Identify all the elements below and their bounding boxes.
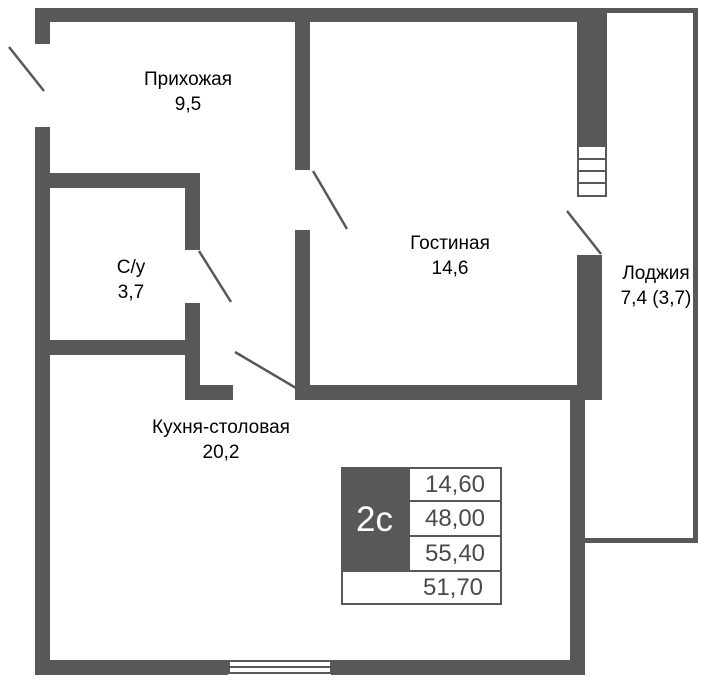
room-label-loggia: Лоджия [622,263,689,284]
wall-bathroom-right-top [185,173,200,250]
room-label-hallway: Прихожая [144,69,232,90]
info-table-main: 2с 14,60 48,00 55,40 [341,467,502,572]
living-room-door-swing [311,170,349,230]
wall-central-top [295,8,310,170]
wall-loggia-lower [577,255,602,400]
room-area-living-room: 14,6 [432,258,469,279]
bathroom-door-swing [197,250,233,303]
info-table-values: 14,60 48,00 55,40 [408,467,502,572]
info-value-cell: 55,40 [408,537,502,572]
windows [228,145,607,674]
info-value-cell: 48,00 [408,502,502,537]
wall-left-entrance-stub [35,8,50,44]
loggia-outer-walls [585,8,698,543]
room-label-kitchen: Кухня-столовая [152,417,290,438]
entrance-door-swing [8,46,45,92]
room-area-loggia: 7,4 (3,7) [621,288,692,309]
apartment-info-table: 2с 14,60 48,00 55,40 51,70 [341,467,502,605]
walls [35,8,607,675]
kitchen-window [228,660,332,674]
wall-right-kitchen [570,385,585,675]
loggia-window [577,145,607,197]
wall-bathroom-bottom [50,340,200,355]
door-swings [8,46,602,390]
wall-bottom-right [331,660,585,675]
wall-left [35,127,50,675]
room-label-bathroom: С/у [117,257,146,278]
room-label-living-room: Гостиная [410,233,490,254]
room-labels: Прихожая 9,5 С/у 3,7 Гостиная 14,6 Лоджи… [117,69,692,463]
room-area-hallway: 9,5 [175,94,201,115]
wall-bottom-left [35,660,228,675]
apartment-type-badge: 2с [341,467,408,572]
info-total-value: 51,70 [422,573,484,601]
room-area-kitchen: 20,2 [203,442,240,463]
wall-loggia-upper [577,8,607,146]
loggia-wall-top [607,8,698,13]
info-table-total-spacer [343,572,406,603]
room-area-bathroom: 3,7 [118,282,144,303]
wall-kitchen-separator [295,385,585,400]
wall-bathroom-top [50,173,200,188]
loggia-wall-bottom [585,538,698,543]
wall-kitchen-door-stub [200,385,233,400]
loggia-wall-right [693,8,698,543]
kitchen-door-swing [234,350,297,390]
wall-top [35,8,607,22]
info-table-total-row: 51,70 [341,572,502,605]
balcony-door-swing [566,210,602,255]
info-value-cell: 14,60 [408,467,502,502]
wall-central-bottom [295,230,310,400]
